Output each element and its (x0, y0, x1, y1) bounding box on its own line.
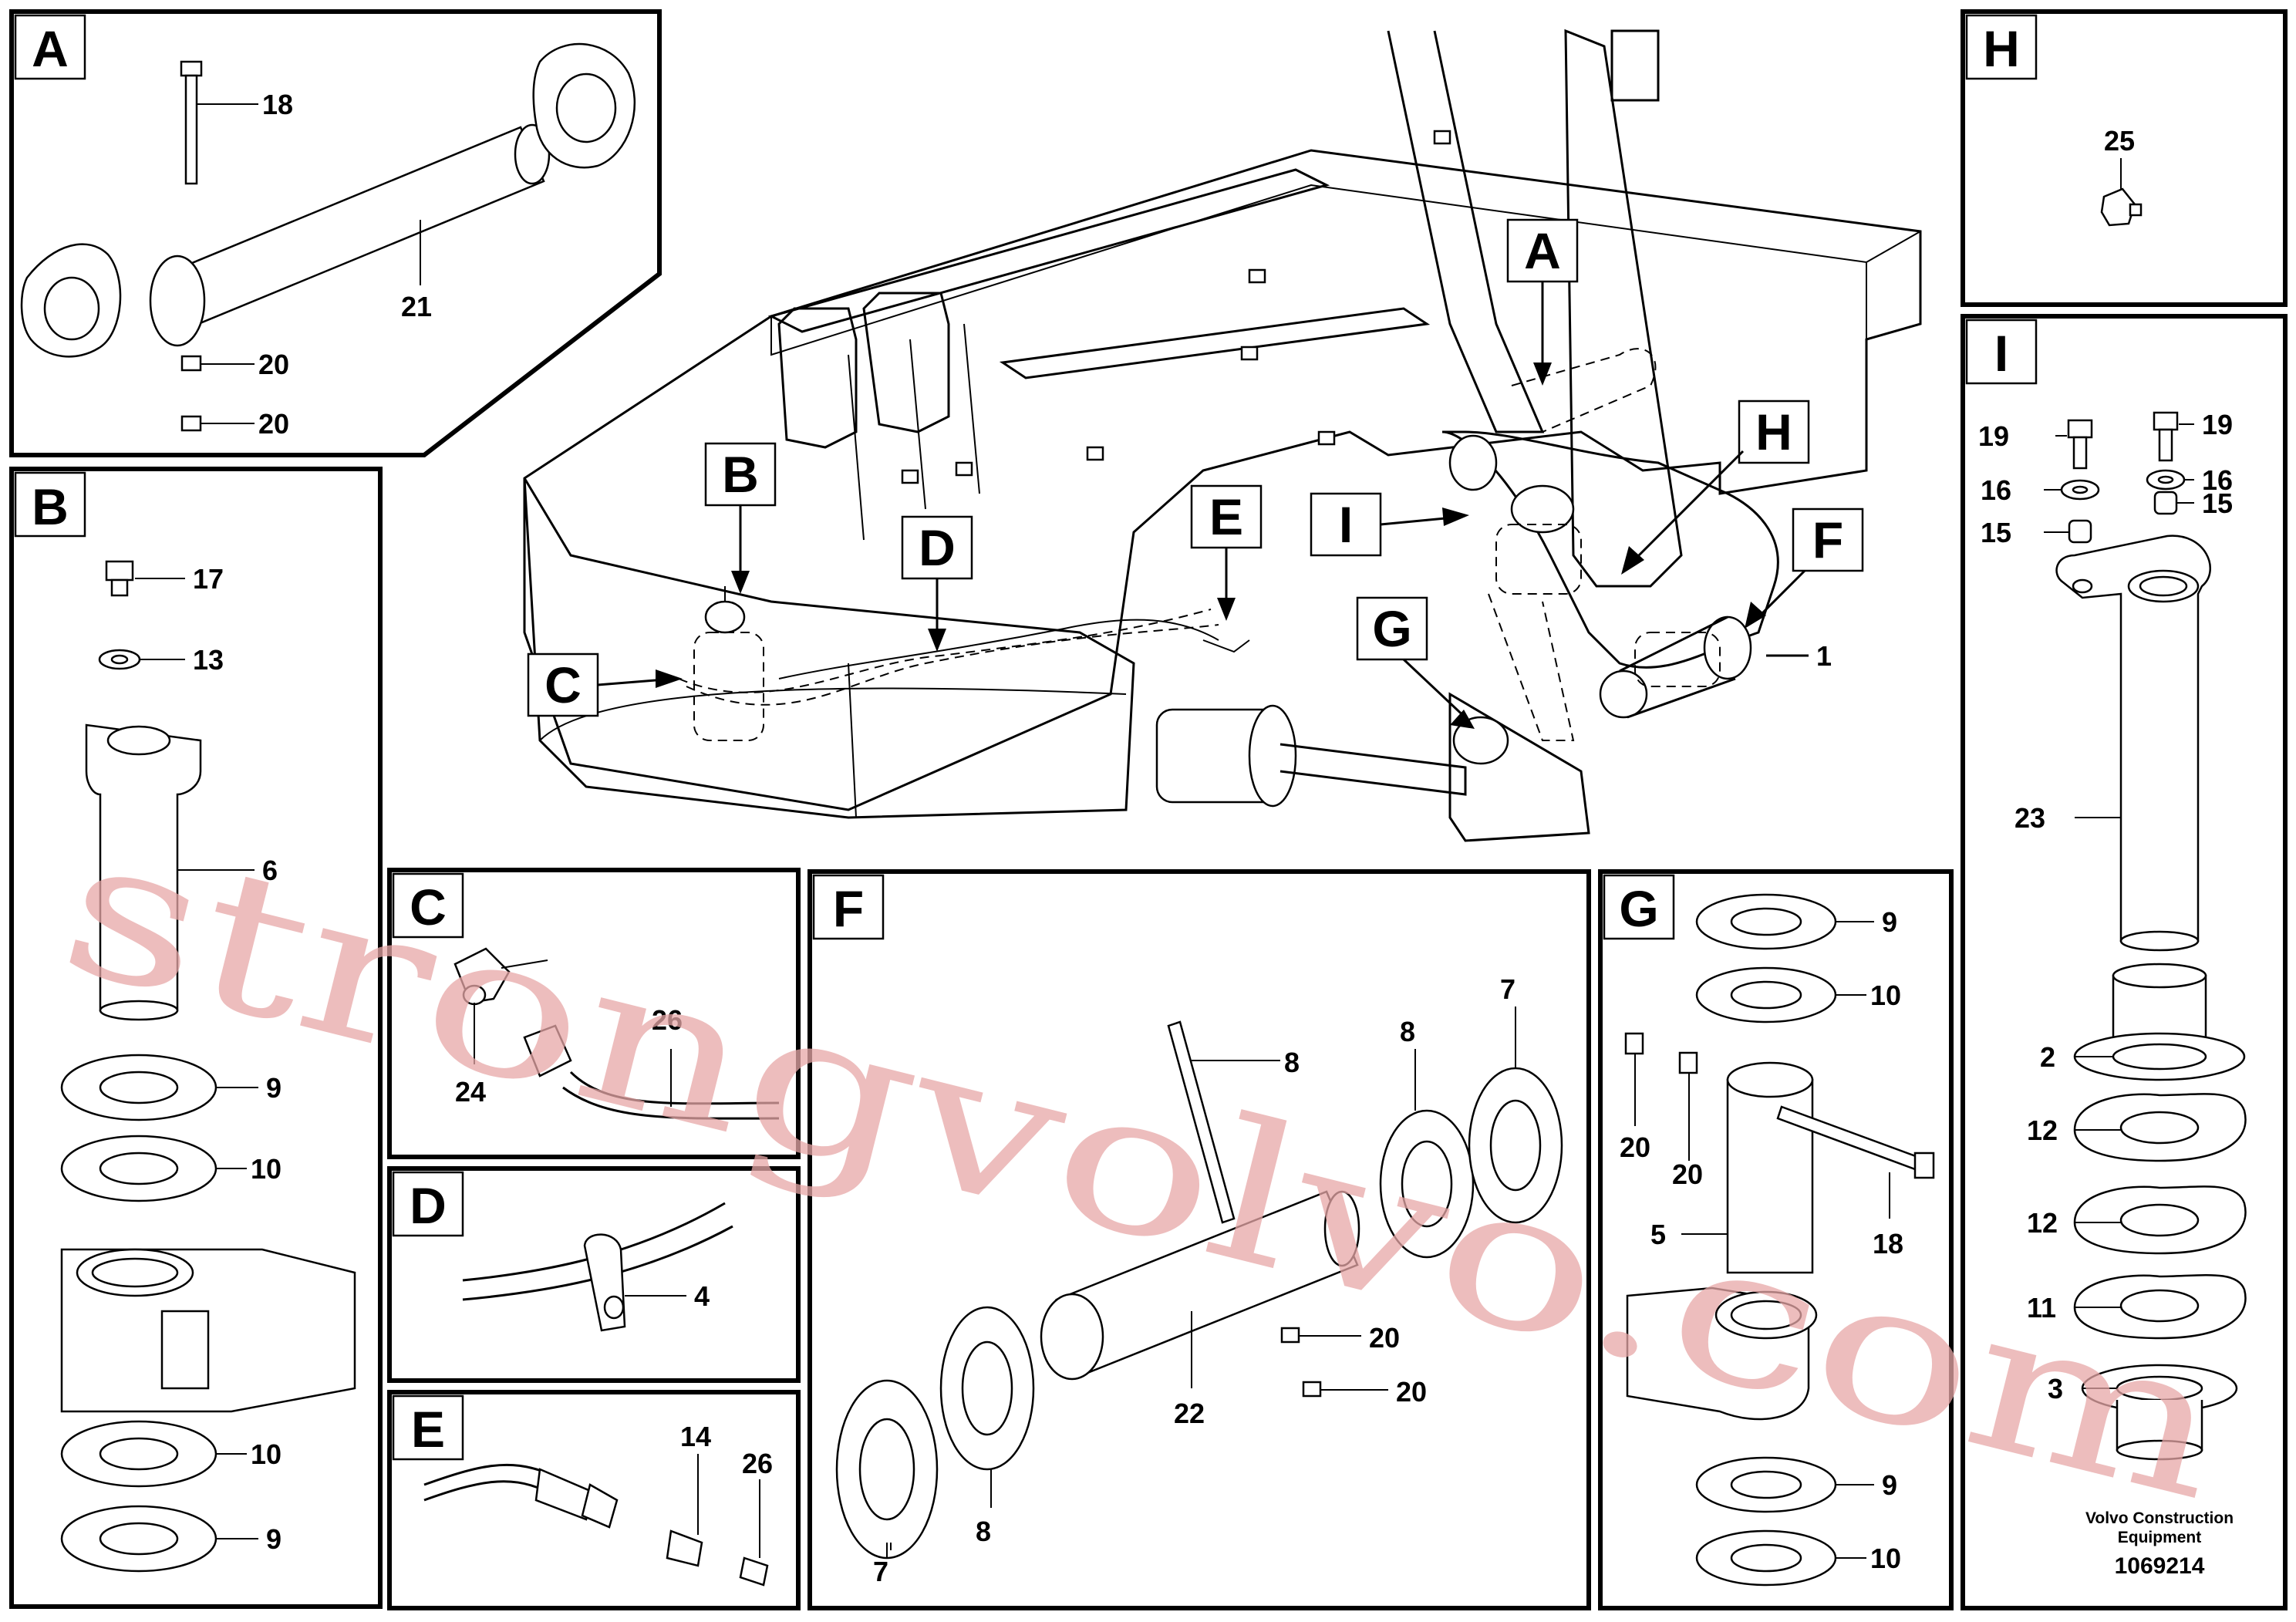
panel-I-letter: I (1994, 325, 2008, 382)
panel-E-letter: E (411, 1401, 445, 1458)
callout-H-letter: H (1755, 403, 1792, 460)
callout-F: F (1745, 508, 1864, 629)
panel-F-label-20b: 20 (1396, 1376, 1427, 1408)
panel-F-letter: F (833, 880, 864, 937)
panel-F-label-7-right: 7 (1500, 973, 1515, 1005)
footer-company-line1: Volvo Construction (2085, 1509, 2234, 1527)
callout-F-letter: F (1812, 511, 1843, 568)
panel-F-label-20a: 20 (1369, 1322, 1400, 1354)
panel-G-label-20a: 20 (1620, 1131, 1650, 1163)
panel-I-label-15-left: 15 (1981, 517, 2011, 548)
panel-I-label-12b: 12 (2027, 1207, 2058, 1239)
part-label-1: 1 (1816, 640, 1832, 672)
panel-I-label-12a: 12 (2027, 1114, 2058, 1146)
panel-E-label-26: 26 (742, 1448, 773, 1479)
callout-H: H (1621, 400, 1810, 575)
footer-drawing-number: 1069214 (2115, 1553, 2205, 1579)
panel-H-letter: H (1983, 20, 2020, 77)
panel-D: D 4 (387, 1166, 801, 1383)
panel-I-label-23: 23 (2014, 802, 2045, 834)
panel-I-label-11: 11 (2027, 1292, 2056, 1324)
callout-G-letter: G (1372, 600, 1411, 657)
panel-F-label-7-left: 7 (873, 1556, 888, 1587)
panel-H-label-25: 25 (2104, 125, 2135, 157)
panel-A: A 18 21 20 20 (9, 9, 662, 457)
panel-B-letter: B (32, 478, 69, 535)
panel-F: F 8 8 7 20 20 22 8 7 (807, 869, 1591, 1610)
panel-F-label-22: 22 (1174, 1398, 1205, 1429)
main-assembly-view (523, 29, 1922, 842)
panel-B-label-13: 13 (193, 644, 224, 676)
callout-E-letter: E (1209, 488, 1243, 545)
callout-A: A (1506, 218, 1579, 386)
panel-H: H 25 (1961, 9, 2288, 307)
callout-E: E (1190, 484, 1263, 621)
panel-G: G 9 10 20 20 5 18 9 10 (1598, 869, 1954, 1610)
panel-C-label-24: 24 (455, 1076, 486, 1108)
panel-G-label-20b: 20 (1672, 1158, 1703, 1190)
footer-company-line2: Equipment (2118, 1529, 2202, 1546)
callout-I: I (1310, 492, 1469, 557)
panel-D-label-4: 4 (694, 1280, 710, 1312)
frame-fasteners (901, 130, 1451, 484)
callout-D-letter: D (919, 519, 956, 576)
panel-I-label-16-left: 16 (1981, 474, 2011, 506)
panel-D-letter: D (410, 1177, 447, 1234)
panel-B-label-9a: 9 (266, 1072, 282, 1104)
panel-I-label-16-right: 16 (2202, 464, 2233, 496)
panel-G-label-10b: 10 (1870, 1543, 1901, 1574)
panel-B-label-10b: 10 (251, 1438, 282, 1470)
panel-A-label-20a: 20 (258, 349, 289, 380)
panel-E-label-14: 14 (680, 1421, 711, 1452)
panel-A-label-18: 18 (262, 89, 293, 120)
panel-C-label-26: 26 (652, 1004, 683, 1036)
panel-B: B 17 13 6 9 10 10 9 (9, 467, 383, 1609)
panel-I-label-19-right: 19 (2202, 409, 2233, 440)
panel-I-label-3: 3 (2048, 1373, 2063, 1404)
callout-A-letter: A (1524, 222, 1561, 279)
panel-C: C 24 26 (387, 868, 801, 1159)
callout-I-letter: I (1339, 496, 1353, 553)
panel-F-label-8-left: 8 (976, 1516, 991, 1547)
panel-B-label-6: 6 (262, 855, 278, 886)
panel-I-label-19-left: 19 (1978, 420, 2009, 452)
panel-B-label-17: 17 (193, 563, 224, 595)
panel-A-label-20b: 20 (258, 408, 289, 440)
panel-G-label-9a: 9 (1882, 906, 1897, 938)
panel-C-letter: C (410, 878, 447, 936)
panel-G-label-9b: 9 (1882, 1469, 1897, 1501)
panel-B-label-9b: 9 (266, 1523, 282, 1555)
panel-G-label-5: 5 (1650, 1219, 1666, 1250)
panel-E: E 14 26 (387, 1390, 801, 1610)
callout-D: D (901, 515, 973, 652)
panel-F-label-8-rod: 8 (1284, 1047, 1300, 1078)
main-part-label: 1 (1766, 640, 1832, 672)
panel-B-label-10a: 10 (251, 1153, 282, 1185)
panel-I-label-15-right: 15 (2202, 487, 2233, 519)
panel-A-letter: A (32, 20, 69, 77)
callout-B-letter: B (722, 446, 759, 503)
callout-G: G (1356, 596, 1475, 729)
panel-F-label-8-right: 8 (1400, 1016, 1415, 1047)
panel-I: I 19 19 16 16 (1961, 314, 2288, 1610)
panel-G-label-10a: 10 (1870, 980, 1901, 1011)
callout-C-letter: C (544, 656, 582, 713)
panel-G-label-18: 18 (1873, 1228, 1903, 1259)
panel-I-label-2: 2 (2040, 1041, 2055, 1073)
panel-G-letter: G (1619, 880, 1658, 937)
callout-C: C (527, 653, 683, 717)
panel-A-label-21: 21 (401, 291, 432, 322)
callout-B: B (704, 442, 777, 594)
